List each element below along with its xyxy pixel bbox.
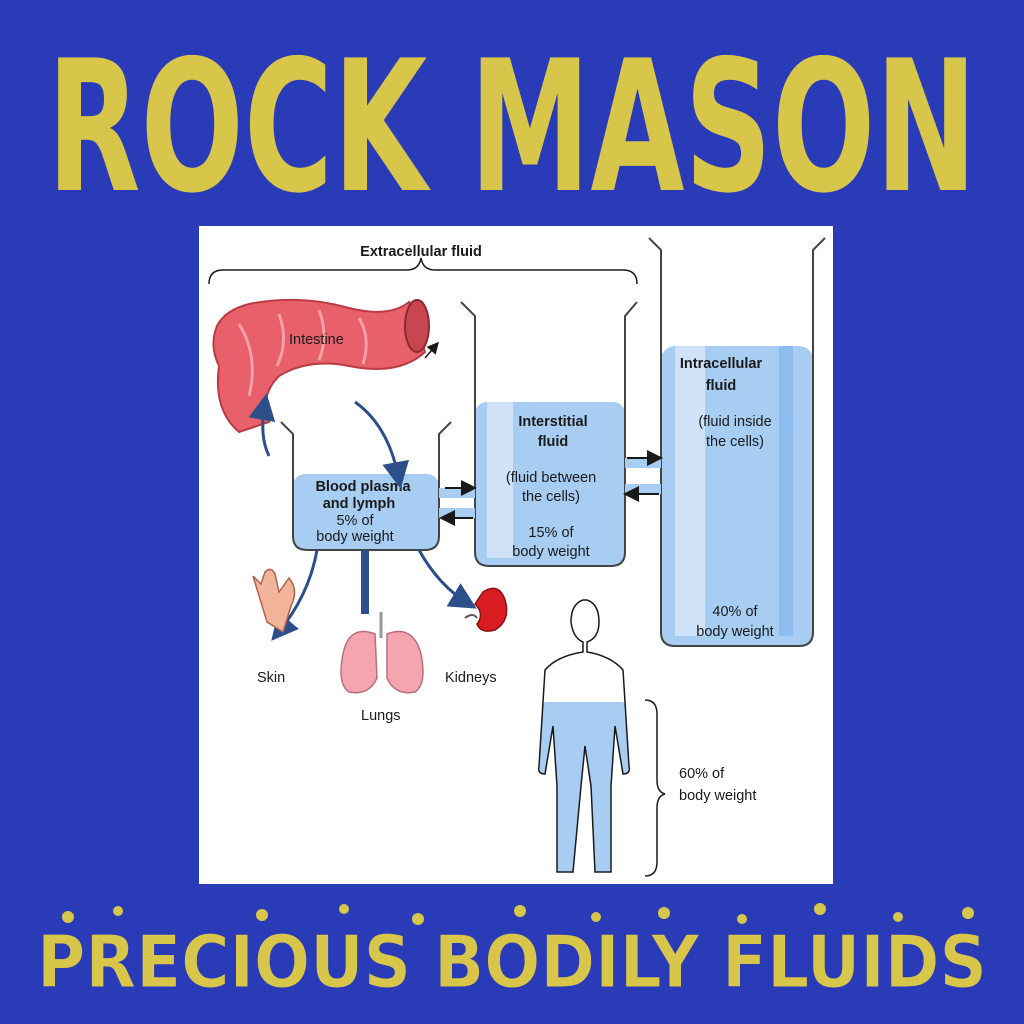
- intracellular-title-1: Intracellular: [680, 356, 763, 372]
- kidney-icon: [464, 587, 508, 632]
- interstitial-desc-2: the cells): [522, 489, 580, 505]
- intracellular-percent: 40% of: [712, 604, 758, 620]
- artist-title-band: ROCK MASON: [47, 21, 977, 225]
- exchange-arrows: [439, 450, 663, 526]
- interstitial-beaker: Interstitial fluid (fluid between the ce…: [460, 301, 638, 567]
- extracellular-label: Extracellular fluid: [360, 244, 482, 260]
- album-title: PRECIOUS BODILY FLUIDS: [37, 920, 987, 1004]
- interstitial-desc-1: (fluid between: [506, 470, 596, 486]
- blood-percent: 5% of: [336, 513, 374, 529]
- lungs-icon: [340, 612, 424, 694]
- blood-title-1: Blood plasma: [315, 479, 411, 495]
- intracellular-title-2: fluid: [706, 378, 737, 394]
- kidneys-label: Kidneys: [445, 670, 497, 686]
- album-title-band: PRECIOUS BODILY FLUIDS: [37, 903, 988, 1005]
- blood-title-2: and lymph: [323, 496, 396, 512]
- body-brace: [644, 699, 666, 877]
- intracellular-weight: body weight: [696, 624, 773, 640]
- intracellular-desc-1: (fluid inside: [698, 414, 771, 430]
- interstitial-title-1: Interstitial: [518, 414, 587, 430]
- lungs-label: Lungs: [361, 708, 401, 724]
- artist-name: ROCK MASON: [47, 21, 977, 225]
- hand-icon: [252, 568, 296, 634]
- human-body-icon: [537, 599, 631, 873]
- body-fluids-diagram: Extracellular fluid Intracellular fluid …: [199, 226, 833, 884]
- body-weight: body weight: [679, 788, 756, 804]
- intracellular-desc-2: the cells): [706, 434, 764, 450]
- interstitial-percent: 15% of: [528, 525, 574, 541]
- interstitial-title-2: fluid: [538, 434, 569, 450]
- blood-plasma-beaker: Blood plasma and lymph 5% of body weight: [280, 421, 452, 551]
- intestine-icon: [212, 298, 439, 434]
- intracellular-beaker: Intracellular fluid (fluid inside the ce…: [648, 237, 826, 647]
- extracellular-brace: [208, 257, 638, 285]
- interstitial-weight: body weight: [512, 544, 589, 560]
- blood-weight: body weight: [316, 529, 393, 545]
- splatter-drops: [62, 903, 974, 925]
- intestine-label: Intestine: [289, 332, 344, 348]
- skin-label: Skin: [257, 670, 285, 686]
- body-percent: 60% of: [679, 766, 725, 782]
